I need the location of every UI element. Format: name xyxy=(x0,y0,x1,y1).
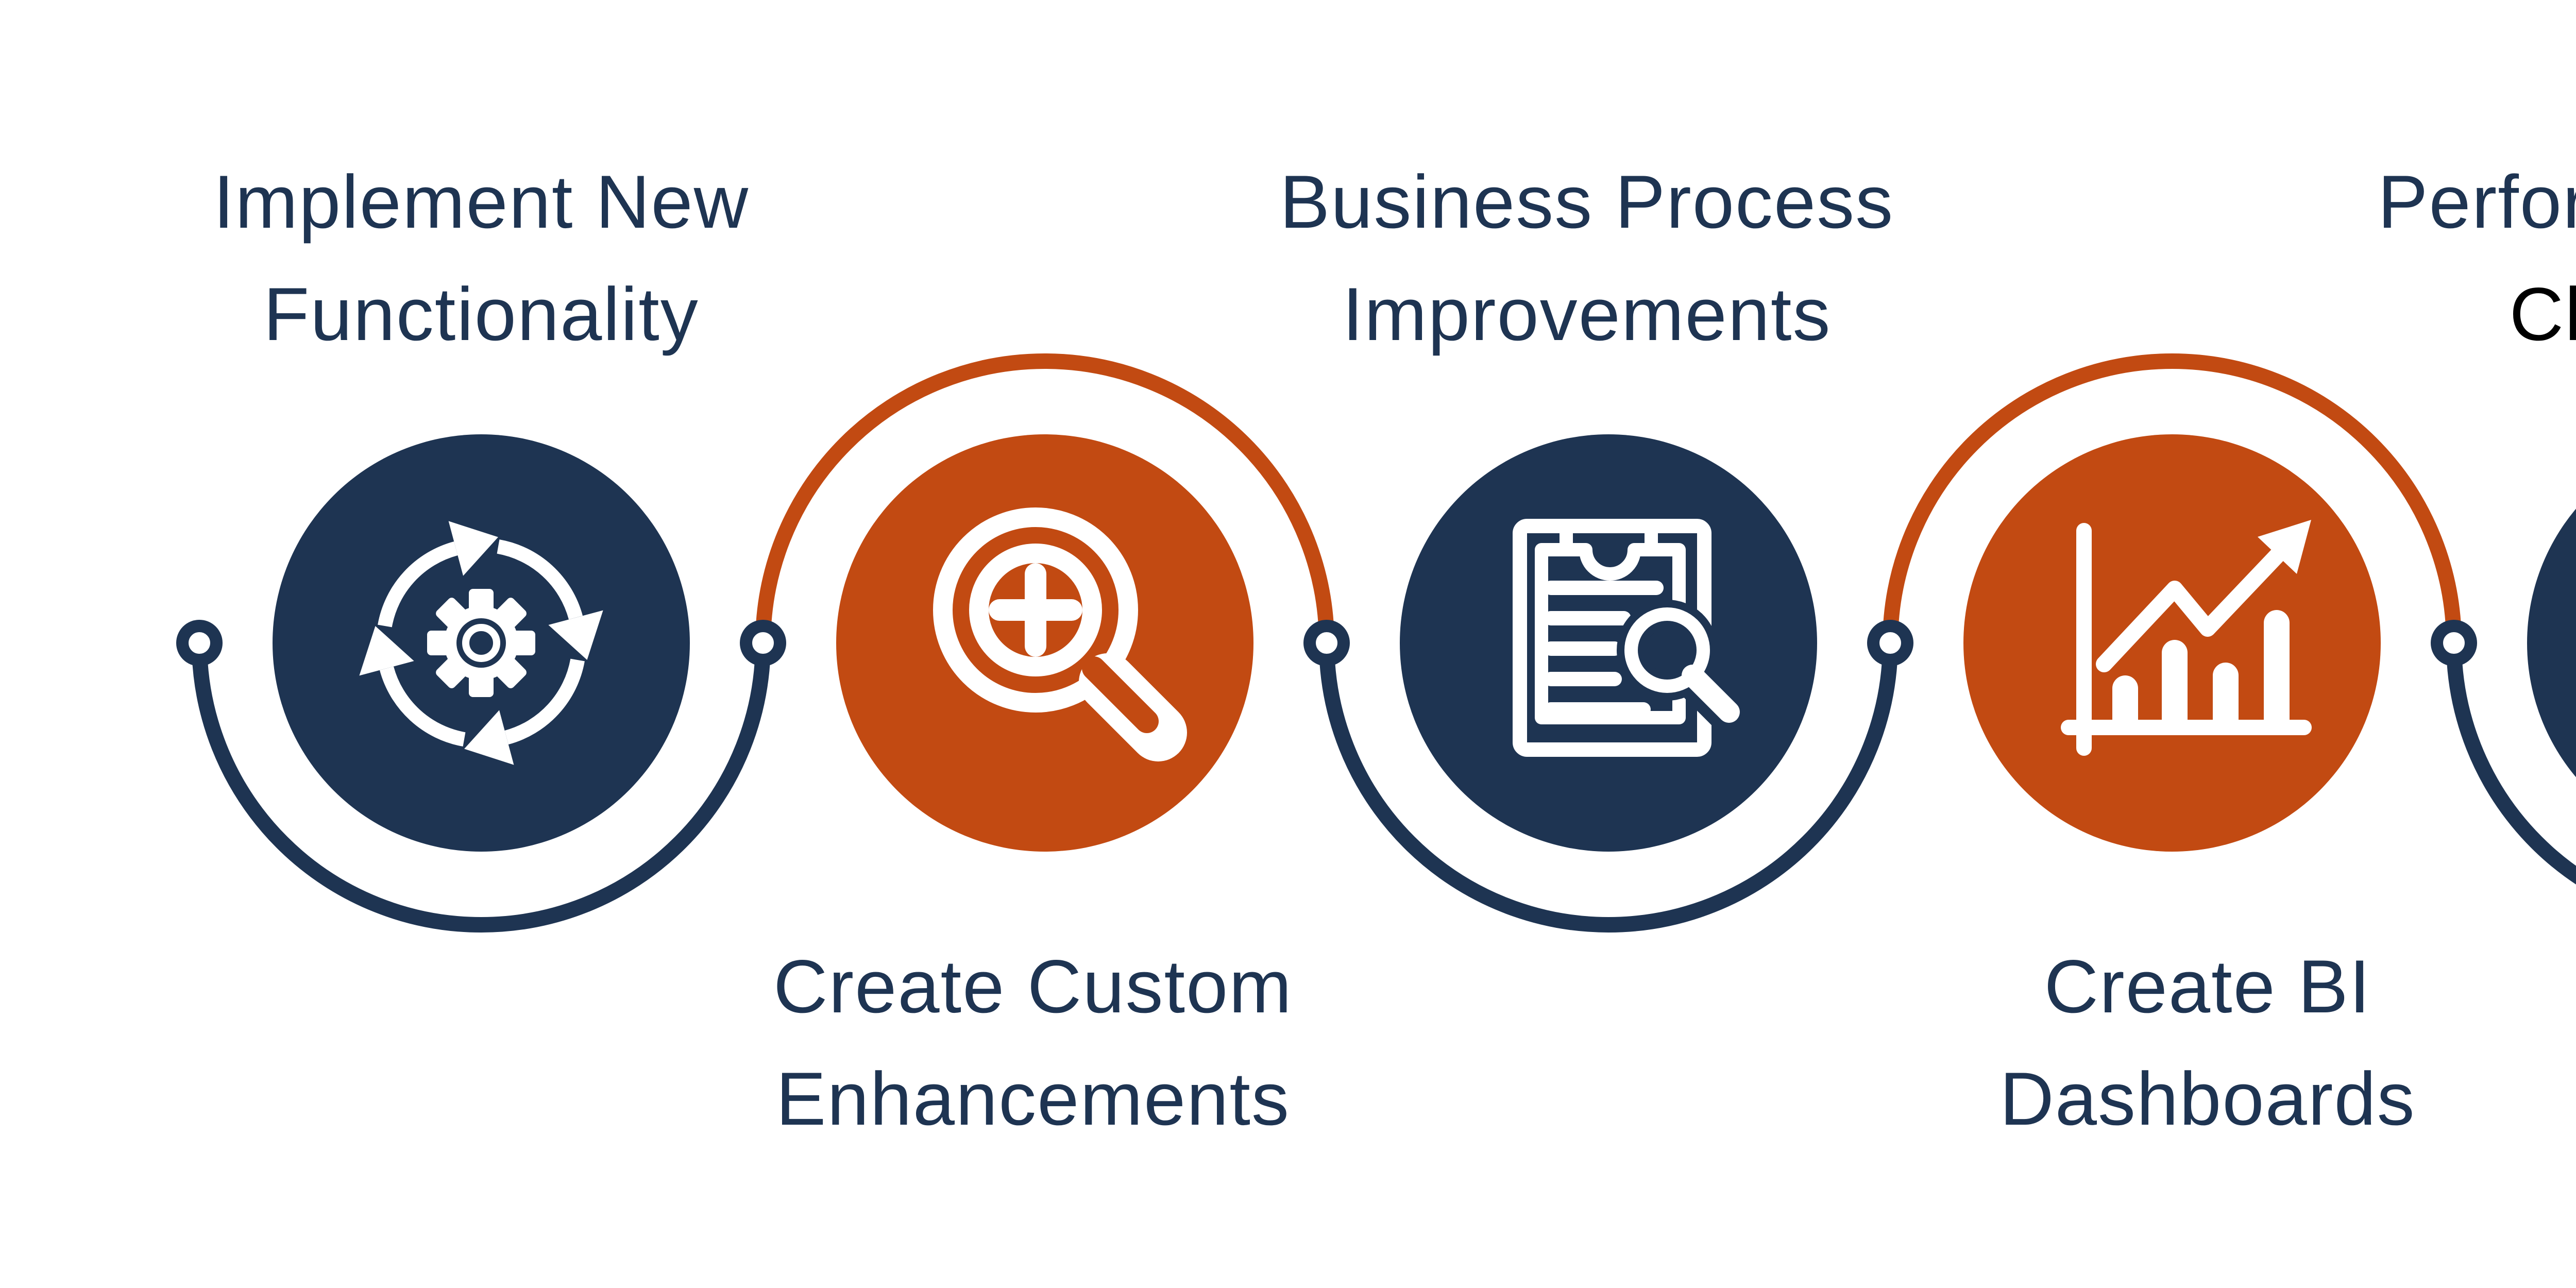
zoom-in-magnifier-icon xyxy=(933,507,1187,761)
connector-arcs xyxy=(192,353,2576,933)
arc-under-step-5 xyxy=(2446,642,2576,885)
trend-arrowhead xyxy=(2258,520,2311,574)
document-text-lines xyxy=(1544,581,1664,717)
cycle-arrows xyxy=(359,521,603,765)
step-3-label: Business Process Improvements xyxy=(1226,146,1947,370)
step-4-label-line2: Dashboards xyxy=(1999,1057,2416,1141)
step-5-label-line1: Perform Health xyxy=(2378,160,2576,244)
step-4-label: Create BI Dashboards xyxy=(1847,930,2568,1155)
arc-under-step-3 xyxy=(1319,642,1898,933)
step-5-label-line2: Checks xyxy=(2509,272,2576,356)
bar-chart-growth-arrow-icon xyxy=(2061,520,2312,756)
step-1-label-line1: Implement New xyxy=(213,160,750,244)
chart-bars xyxy=(2112,610,2290,734)
step-circle-1 xyxy=(273,434,690,852)
step-2-label-line1: Create Custom xyxy=(773,944,1293,1028)
step-circle-4 xyxy=(1963,434,2381,852)
step-1-label-line2: Functionality xyxy=(263,272,699,356)
step-circle-5 xyxy=(2527,509,2576,777)
connector-dot xyxy=(2431,620,2477,666)
cycle-gear-icon xyxy=(359,521,603,765)
gear-icon xyxy=(427,589,535,697)
step-3-label-line2: Improvements xyxy=(1342,272,1832,356)
step-1-label: Implement New Functionality xyxy=(121,146,842,370)
step-5-label: Perform Health Checks xyxy=(2277,146,2576,370)
arc-over-step-4 xyxy=(1883,353,2462,643)
connector-dot xyxy=(740,620,786,666)
step-5-circle xyxy=(2527,509,2576,777)
magnifier-overlay-icon xyxy=(1617,600,1757,740)
step-circle-3 xyxy=(1400,434,1817,852)
connector-dot xyxy=(176,620,223,666)
connector-dot xyxy=(1867,620,1913,666)
step-circle-2 xyxy=(836,434,1253,852)
step-2-label-line2: Enhancements xyxy=(776,1057,1290,1141)
step-2-label: Create Custom Enhancements xyxy=(672,930,1394,1155)
step-4-label-line1: Create BI xyxy=(2044,944,2371,1028)
clipboard-audit-search-icon xyxy=(1513,519,1757,757)
arc-over-step-2 xyxy=(755,353,1334,643)
connector-dots xyxy=(176,620,2477,666)
step-3-label-line1: Business Process xyxy=(1279,160,1894,244)
arc-under-step-1 xyxy=(192,642,771,933)
connector-dot xyxy=(1303,620,1350,666)
